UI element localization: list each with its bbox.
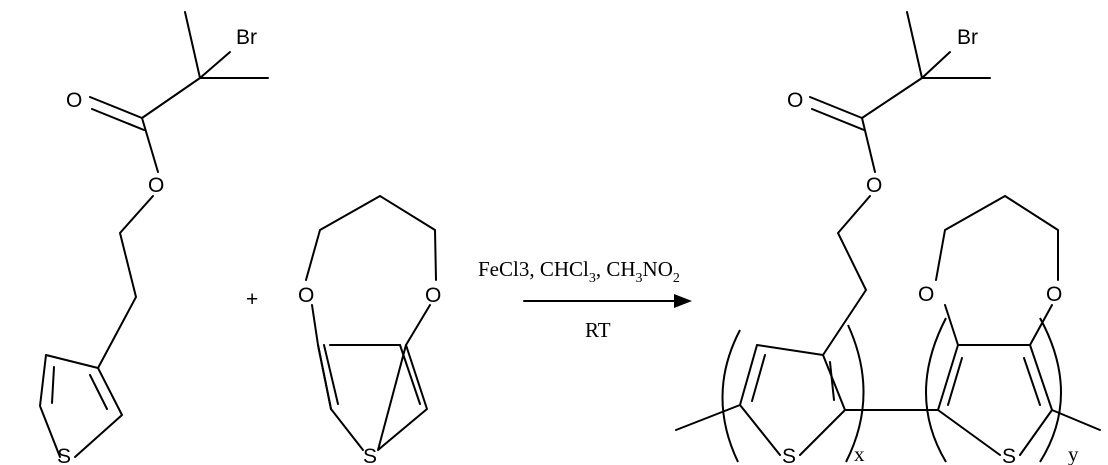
atom-o-product-edot-left: O xyxy=(918,283,934,306)
atom-o-carbonyl-reactant1: O xyxy=(66,89,82,112)
reagent-chcl-subscript: 3 xyxy=(589,271,596,286)
atom-o-edot-right: O xyxy=(425,284,441,307)
atom-o-product-edot-right: O xyxy=(1046,283,1062,306)
reagent-separator: , xyxy=(596,257,607,281)
subscript-y: y xyxy=(1068,442,1079,465)
atom-s-reactant1: S xyxy=(57,445,71,465)
bracket-y-left xyxy=(925,317,947,463)
subscript-x: x xyxy=(854,442,865,465)
reagent-no-subscript: 2 xyxy=(673,271,680,286)
reagent-chcl: CHCl xyxy=(540,257,589,281)
atom-s-product-thiophene: S xyxy=(782,445,796,465)
reagent-ch: CH xyxy=(606,257,635,281)
reaction-arrow xyxy=(523,294,692,308)
bracket-x-left xyxy=(721,329,741,463)
bracket-y-right xyxy=(1039,317,1062,463)
product-copolymer: O O Br S x O O S y xyxy=(675,11,1101,465)
atom-br-product: Br xyxy=(957,26,978,49)
plus-sign: + xyxy=(246,288,258,311)
atom-s-edot: S xyxy=(363,445,377,465)
bracket-x-right xyxy=(845,324,865,463)
reactant-thiophene-initiator: S O O Br xyxy=(39,11,269,465)
atom-o-edot-left: O xyxy=(298,284,314,307)
atom-br-reactant1: Br xyxy=(236,26,257,49)
reagent-no: NO xyxy=(643,257,673,281)
atom-o-carbonyl-product: O xyxy=(787,89,803,112)
reagent-ch-subscript: 3 xyxy=(636,271,643,286)
reaction-conditions-temperature: RT xyxy=(585,318,611,342)
atom-s-product-edot: S xyxy=(1002,445,1016,465)
atom-o-ester-product: O xyxy=(866,174,882,197)
atom-o-ester-reactant1: O xyxy=(148,174,164,197)
reactant-edot: O O S xyxy=(298,195,441,465)
reaction-conditions-reagents: FeCl3, CHCl3, CH3NO2 xyxy=(478,257,680,286)
reagent-fecl3: FeCl3, xyxy=(478,257,540,281)
